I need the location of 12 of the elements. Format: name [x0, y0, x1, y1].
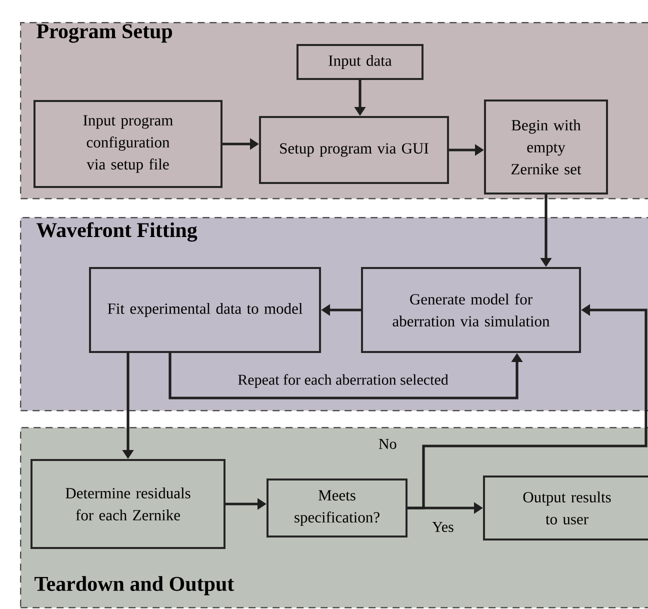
process-box: Input data — [296, 44, 424, 80]
process-box: Input program configuration via setup file — [34, 100, 222, 188]
process-box: Setup program via GUI — [259, 116, 449, 184]
process-box: Meets specification? — [266, 478, 408, 538]
process-box: Determine residuals for each Zernike — [30, 459, 226, 549]
process-box: Begin with empty Zernike set — [484, 100, 608, 194]
process-box: Output results to user — [483, 476, 648, 540]
edge-label: No — [378, 439, 396, 449]
edge-label: Yes — [432, 522, 454, 532]
process-box: Generate model for aberration via simulation — [361, 267, 581, 353]
edge-label: Repeat for each aberration selected — [238, 374, 448, 388]
process-box: Fit experimental data to model — [89, 267, 321, 353]
